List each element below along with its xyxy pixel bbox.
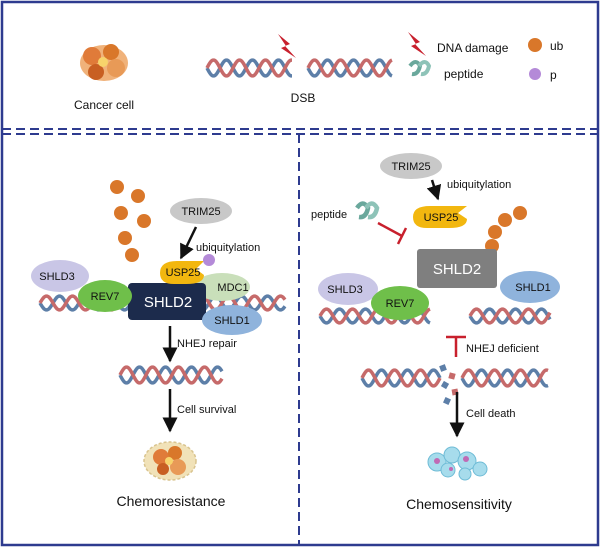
surviving-cell-icon xyxy=(143,441,197,481)
shld1-left-label: SHLD1 xyxy=(214,315,249,327)
shld2-left xyxy=(128,283,206,320)
cancer-cell-icon xyxy=(80,44,128,81)
dsb-label: DSB xyxy=(291,91,316,105)
dna-damage-lightning-icon xyxy=(278,34,296,58)
chemoresistance-label: Chemoresistance xyxy=(117,493,226,509)
ubiquitylation-right-label: ubiquitylation xyxy=(447,179,511,191)
rev7-left-label: REV7 xyxy=(91,291,120,303)
cancer-cell-label: Cancer cell xyxy=(74,98,134,112)
dna-left-repaired xyxy=(118,365,224,385)
ub-chain-right xyxy=(485,206,527,253)
dna-strand-b xyxy=(468,307,552,325)
nhej-deficient-label: NHEJ deficient xyxy=(466,343,539,355)
mdc1-left-label: MDC1 xyxy=(217,282,248,294)
shld1-left xyxy=(202,305,262,335)
dna-strand-b xyxy=(306,58,393,78)
legend-peptide-icon xyxy=(408,60,432,77)
nhej-repair-label: NHEJ repair xyxy=(177,338,237,350)
trim25-right xyxy=(380,153,442,179)
legend-peptide-label: peptide xyxy=(444,67,484,81)
dna-broken-left xyxy=(360,368,442,388)
shld1-right xyxy=(500,271,560,303)
rev7-right xyxy=(371,286,429,320)
legend-dna-damage-icon xyxy=(408,32,426,56)
ub-chain-left xyxy=(110,180,151,262)
dna-strand-b xyxy=(360,368,442,388)
legend-ub-label: ub xyxy=(550,39,564,53)
dna-broken-right xyxy=(460,368,549,388)
peptide-right-icon xyxy=(355,201,380,220)
dna-segment-right xyxy=(306,58,393,78)
cell-survival-label: Cell survival xyxy=(177,404,236,416)
ubiquitylation-arrow-right xyxy=(426,179,442,201)
dna-strand-b xyxy=(460,368,549,388)
shld3-right xyxy=(318,273,378,305)
dna-strand-b xyxy=(205,58,292,78)
dna-strand-b xyxy=(118,365,224,385)
shld2-right-label: SHLD2 xyxy=(433,261,481,278)
shld3-left-label: SHLD3 xyxy=(39,271,74,283)
dna-strand-a xyxy=(460,368,549,388)
legend-dna-damage-label: DNA damage xyxy=(437,41,509,55)
peptide-right-label: peptide xyxy=(311,209,347,221)
dna-strand-a xyxy=(205,58,292,78)
dna-strand-a xyxy=(118,365,224,385)
dying-cell-icon xyxy=(427,446,488,481)
inhibit-nhej xyxy=(446,335,466,357)
cell-death-label: Cell death xyxy=(466,408,516,420)
dna-strand-a xyxy=(306,58,393,78)
usp25-right-label: USP25 xyxy=(424,212,459,224)
dna-fragments xyxy=(439,364,459,405)
ubiquitylation-left-label: ubiquitylation xyxy=(196,242,260,254)
mdc1-left xyxy=(194,273,250,301)
shld3-right-label: SHLD3 xyxy=(327,284,362,296)
dna-right-right-fragment xyxy=(468,307,552,325)
legend-p-label: p xyxy=(550,68,557,82)
dna-segment-left xyxy=(205,58,292,78)
rev7-right-label: REV7 xyxy=(386,298,415,310)
legend-ub-icon xyxy=(528,38,542,52)
phospho-left xyxy=(203,254,215,266)
legend-p-icon xyxy=(529,68,541,80)
inhibit-usp25 xyxy=(377,221,408,245)
rev7-left xyxy=(78,280,132,312)
trim25-right-label: TRIM25 xyxy=(391,161,430,173)
shld1-right-label: SHLD1 xyxy=(515,282,550,294)
shld3-left xyxy=(31,260,89,292)
trim25-left xyxy=(170,198,232,224)
chemosensitivity-label: Chemosensitivity xyxy=(406,496,512,512)
ubiquitylation-arrow-left xyxy=(179,226,198,260)
usp25-left-label: USP25 xyxy=(166,267,201,279)
usp25-right xyxy=(413,206,467,228)
shld2-right xyxy=(417,249,497,288)
shld2-left-label: SHLD2 xyxy=(144,294,192,311)
usp25-left xyxy=(160,261,204,284)
trim25-left-label: TRIM25 xyxy=(181,206,220,218)
